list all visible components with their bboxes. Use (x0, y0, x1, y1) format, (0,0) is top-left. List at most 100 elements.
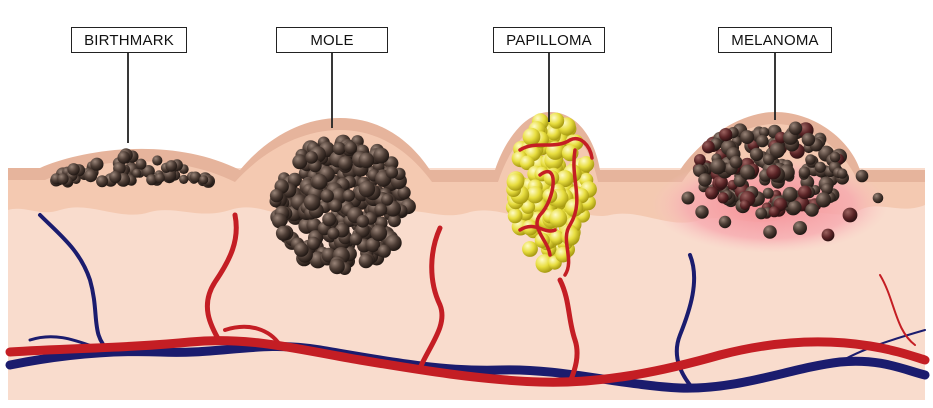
mole-cell (373, 147, 390, 164)
mole-cell (327, 227, 340, 240)
mole-cell (381, 193, 394, 206)
mole-cell (332, 142, 346, 155)
mole-cell (397, 186, 411, 200)
mole-cell (349, 233, 362, 246)
mole-cell (356, 215, 370, 228)
melanoma-stray-cell (793, 221, 807, 235)
mole-cell (370, 224, 388, 242)
melanoma-cell (717, 192, 729, 204)
mole-cell (322, 212, 337, 227)
mole-cell (385, 234, 402, 251)
birthmark-cell (135, 158, 147, 170)
papilloma-cell (526, 186, 544, 204)
artery-branch-papilloma (557, 277, 580, 385)
papilloma-cell (546, 125, 562, 141)
papilloma-cell (556, 170, 574, 188)
melanoma-cell (740, 164, 755, 180)
papilloma-cell (578, 156, 595, 173)
blood-vessels (5, 212, 930, 393)
papilloma-capillaries (518, 137, 594, 277)
birthmark-cell (96, 175, 109, 188)
melanoma-stray-cell (718, 215, 732, 229)
melanoma-cell (759, 127, 770, 138)
mole-cell (358, 152, 375, 169)
mole-cell (271, 213, 288, 229)
artery-branch-left (204, 212, 239, 345)
melanoma-cell (766, 164, 781, 180)
melanoma-cell (768, 206, 780, 218)
artery-main (5, 336, 930, 387)
melanoma-cell (719, 128, 733, 142)
melanoma-cell (787, 200, 802, 215)
birthmark-cell (189, 171, 201, 183)
mole-cell (358, 253, 374, 269)
artery-branch-left-2 (223, 324, 282, 347)
vein-main (5, 342, 930, 393)
melanoma-cell (815, 192, 832, 208)
mole-cell (387, 214, 401, 228)
mole-cell (358, 180, 376, 198)
mole-cell (311, 173, 328, 190)
melanoma-stray-cell (681, 191, 695, 205)
mole-cell (338, 156, 353, 171)
papilloma-cell (519, 155, 535, 171)
melanoma-cell (798, 166, 811, 178)
melanoma-stray-cell (695, 205, 709, 219)
birthmark-cell (199, 175, 209, 185)
melanoma-cell-cluster (681, 121, 884, 242)
vein-branch-right (674, 253, 697, 387)
melanoma-cell (763, 153, 775, 166)
melanoma-cell (694, 154, 706, 166)
melanoma-stray-cell (698, 173, 712, 187)
papilloma-cell (506, 173, 525, 191)
vein-branch-left (38, 213, 112, 354)
melanoma-cell (714, 175, 728, 189)
melanoma-cell (755, 207, 768, 220)
melanoma-cell (829, 151, 841, 163)
melanoma-cell (821, 183, 833, 195)
mole-cell (344, 141, 357, 154)
mole-cell (320, 189, 334, 203)
mole-cell (385, 166, 399, 179)
mole-cell (275, 225, 291, 241)
papilloma-cell (549, 230, 565, 245)
birthmark-cell (154, 172, 165, 183)
melanoma-stray-cell (855, 169, 869, 183)
papilloma-cell (548, 113, 565, 129)
melanoma-cell (740, 130, 755, 145)
mole-cell (329, 258, 345, 275)
melanoma-cell (788, 121, 803, 135)
papilloma-label: PAPILLOMA (493, 27, 605, 53)
melanoma-stray-cell (821, 228, 835, 242)
melanoma-cell (801, 132, 816, 147)
melanoma-label: MELANOMA (718, 27, 832, 53)
papilloma-cell-cluster (505, 112, 597, 273)
papilloma-cell (522, 127, 541, 146)
melanoma-cell (782, 186, 798, 202)
mole-cell (303, 194, 321, 211)
mole-cell (305, 151, 318, 164)
birthmark-cell (152, 155, 163, 166)
mole-cell (307, 236, 321, 250)
mole-cell (292, 154, 308, 170)
melanoma-stray-cell (763, 225, 777, 239)
melanoma-cell (729, 155, 743, 169)
birthmark-cell (57, 173, 69, 185)
mole-cell (365, 237, 381, 253)
mole-cell (329, 199, 342, 213)
mole-label: MOLE (276, 27, 388, 53)
birthmark-cell-cluster (50, 148, 215, 188)
artery-branch-mole-right (417, 225, 445, 371)
birthmark-cell (179, 174, 189, 184)
birthmark-cell (117, 151, 131, 164)
melanoma-cell (762, 187, 774, 199)
melanoma-cell (710, 158, 726, 175)
papilloma-cell (565, 198, 584, 217)
melanoma-stray-cell (805, 203, 819, 217)
birthmark-cell (132, 168, 142, 178)
mole-cell (294, 242, 309, 257)
birthmark-cell (67, 163, 80, 176)
mole-cell (374, 203, 388, 217)
mole-cell (377, 244, 391, 258)
